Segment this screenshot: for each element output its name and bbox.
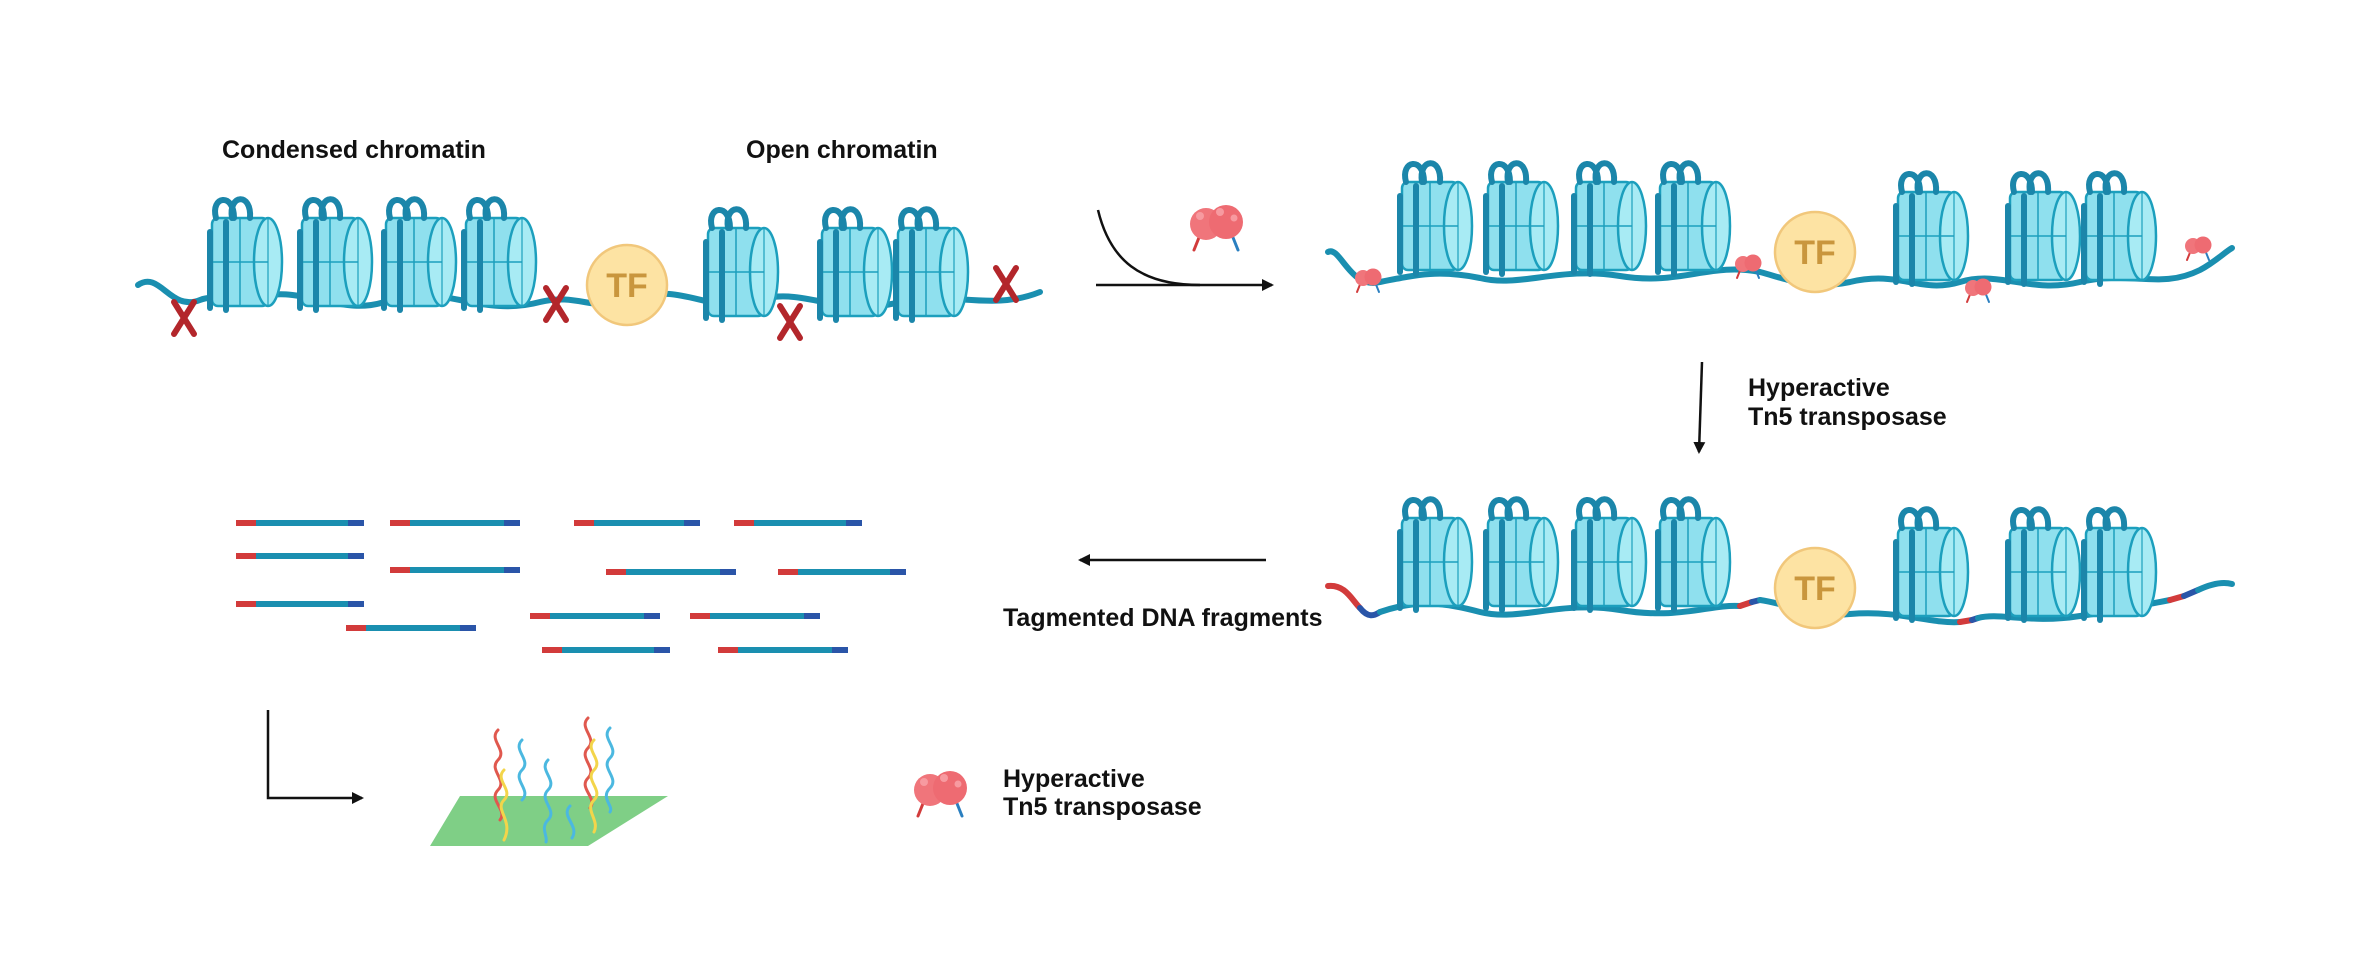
panel-transposase-bound: TF [1325,163,2235,303]
arrow-sequencing [266,710,364,804]
label-step-hyperactive: Hyperactive [1748,374,1890,402]
x-mark-icon [174,302,194,334]
tagmented-fragment-list [236,520,906,653]
dna-fragment [718,647,848,653]
transcription-factor: TF [1773,210,1857,294]
transcription-factor: TF [585,243,669,327]
dna-fragment [236,601,364,607]
label-tagmented-fragments: Tagmented DNA fragments [1003,604,1322,632]
tn5-transposase-icon [1734,253,1763,279]
svg-text:TF: TF [1794,570,1836,608]
x-mark-icon [996,268,1016,300]
panel-tagmented-chromatin: TF [1325,499,2235,630]
nucleosome [1658,499,1730,610]
nucleosome [2084,509,2156,620]
legend: Hyperactive Tn5 transposase [912,765,1202,821]
tn5-transposase-icon [1964,277,1993,303]
sequencing-reads [493,716,615,844]
nucleosome [1400,163,1472,274]
nucleosome [706,209,778,320]
dna-fragment [542,647,670,653]
tn5-transposase-icon [912,769,969,818]
transcription-factor: TF [1773,546,1857,630]
x-mark-icon [546,288,566,320]
svg-text:TF: TF [606,267,648,305]
nucleosome [2084,173,2156,284]
nucleosome [896,209,968,320]
sequencing-flow-cell [430,716,668,846]
tn5-transposase-icon [2184,235,2213,261]
dna-fragment [236,520,364,526]
arrow-tagmentation: Hyperactive Tn5 transposase [1693,361,1947,454]
nucleosome [1486,163,1558,274]
label-condensed-chromatin: Condensed chromatin [222,136,486,164]
nucleosome [210,199,282,310]
nucleosome [464,199,536,310]
label-step-tn5: Tn5 transposase [1748,403,1947,431]
nucleosome [1896,509,1968,620]
nucleosome [2008,509,2080,620]
dna-fragment [734,520,862,526]
nucleosome [384,199,456,310]
dna-fragment [606,569,736,575]
dna-fragment [390,567,520,573]
nucleosome [300,199,372,310]
nucleosome [1400,499,1472,610]
svg-text:TF: TF [1794,234,1836,272]
dna-fragment [530,613,660,619]
x-mark-icon [780,306,800,338]
tn5-transposase-icon [1354,267,1383,293]
nucleosome [1486,499,1558,610]
nucleosome [2008,173,2080,284]
legend-tn5: Tn5 transposase [1003,793,1202,821]
label-open-chromatin: Open chromatin [746,136,938,164]
nucleosome [1574,499,1646,610]
dna-fragment [236,553,364,559]
dna-fragment [574,520,700,526]
nucleosome [1896,173,1968,284]
dna-fragment [346,625,476,631]
dna-fragment [778,569,906,575]
panel-native-chromatin: Condensed chromatin Open chromatin TF [135,136,1043,338]
dna-fragment [390,520,520,526]
legend-hyperactive: Hyperactive [1003,765,1145,793]
nucleosome [1574,163,1646,274]
arrow-fragments: Tagmented DNA fragments [1003,554,1322,632]
nucleosome [1658,163,1730,274]
tn5-transposase-icon [1188,203,1245,252]
dna-fragment [690,613,820,619]
arrow-add-transposase [1096,203,1274,291]
nucleosome [820,209,892,320]
